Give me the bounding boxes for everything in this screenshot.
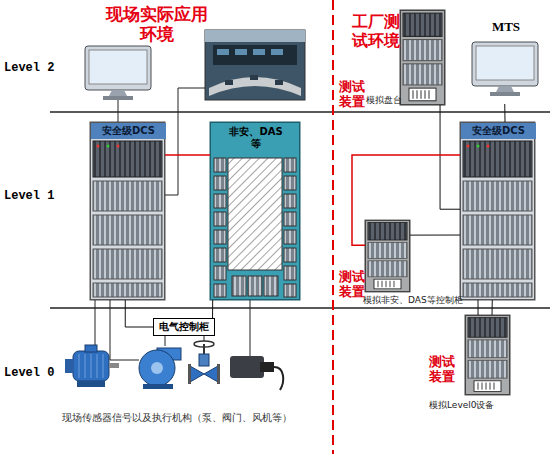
test-device-graphic [365,220,410,292]
operator-monitor [85,46,151,100]
safety-dcs-cabinet: 安全级DCS [90,122,165,300]
level-label: Level 0 [4,367,64,381]
device-note: 模拟Level0设备 [429,400,524,411]
das-cabinet: 非安、DAS等 [210,122,300,300]
connector-line [410,235,460,236]
device-note: 模拟盘台 [366,95,406,106]
connector-line [478,300,479,315]
mts-monitor: MTS [468,20,543,104]
level-label: Level 2 [4,62,64,76]
das-cabinet [210,122,300,300]
io-modules [214,158,296,297]
device-title: 测试装置 [429,354,457,384]
connector-line [212,300,213,318]
connector-line [504,104,505,122]
photo-ceiling [205,30,305,42]
hatched-panel [228,158,282,270]
connector-line [125,300,153,327]
motor-symbol [65,345,119,387]
valve-symbol [188,341,220,384]
mts-monitor [472,42,538,96]
photo-frame [205,30,305,100]
cabinet-title: 电气控制柜 [154,319,214,335]
test-device-graphic [465,315,510,395]
cabinet-title: 非安、DAS等 [226,126,286,149]
test-device-graphic [400,10,445,105]
photo-screens [217,49,283,55]
safety-dcs-cabinet [460,122,535,300]
test-device: 测试装置模拟Level0设备 [465,315,510,395]
connector-line [165,154,210,156]
connector-line [352,155,460,245]
monitor-title: MTS [486,20,526,35]
section-title: 现场实际应用环境 [98,4,216,44]
electrical-cabinet: 电气控制柜 [153,318,215,336]
device-title: 测试装置 [339,269,367,299]
level-line [50,111,550,113]
photo-consoles [225,75,283,85]
device-title: 测试装置 [339,79,367,109]
connector-line [440,105,460,209]
safety-dcs-cabinet: 安全级DCS [460,122,535,300]
cabinet-title: 安全级DCS [461,123,536,139]
safety-dcs-cabinet [90,122,165,300]
photo-wall-screens [213,45,297,65]
device-note: 模拟非安、DAS等控制柜 [363,295,478,306]
cabinet-body [210,122,300,300]
sensor-symbol [230,356,283,390]
level-label: Level 1 [4,190,64,204]
divider-line [332,0,334,454]
connector-line [492,300,493,315]
test-device: 测试装置模拟非安、DAS等控制柜 [365,220,410,292]
figure-caption: 现场传感器信号以及执行机构（泵、阀门、风机等） [62,412,342,424]
fan-symbol [139,348,181,389]
control-room-photo [205,30,305,100]
test-device: 测试装置模拟盘台 [400,10,445,105]
section-title: 工厂测试环境 [348,12,404,50]
cabinet-title: 安全级DCS [91,123,166,139]
